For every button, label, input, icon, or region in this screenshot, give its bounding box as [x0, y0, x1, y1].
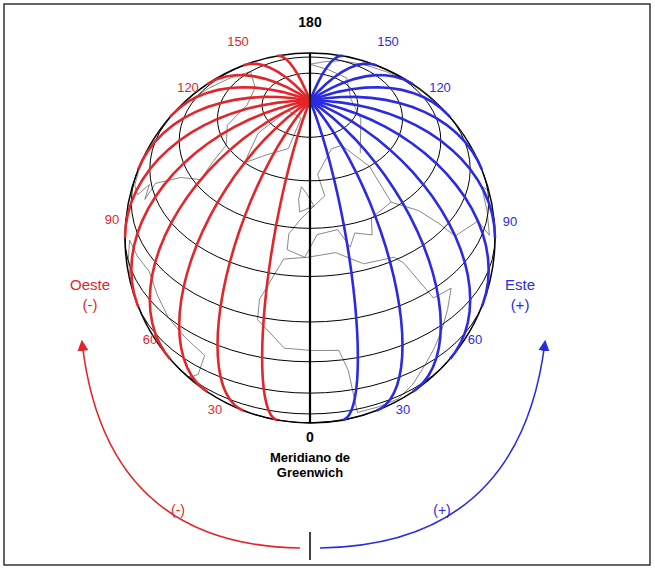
direction-label: Oeste	[70, 276, 110, 293]
meridian-name: Meridiano de Greenwich	[260, 451, 360, 481]
globe-outline	[125, 53, 495, 423]
west-arrow	[82, 342, 300, 548]
degree-label: 150	[227, 35, 249, 50]
west-meridian	[131, 101, 310, 307]
east-meridian	[310, 87, 450, 117]
east-meridian	[310, 101, 358, 421]
east-meridian	[310, 101, 489, 307]
west-meridian	[262, 101, 310, 421]
direction-label: Este	[505, 276, 535, 293]
sign-label: (-)	[171, 502, 185, 518]
east-meridian	[310, 75, 413, 100]
east-meridian	[310, 97, 482, 169]
sign-label: (+)	[433, 502, 451, 518]
degree-label: 0	[306, 429, 314, 445]
coastline	[310, 61, 489, 236]
antimeridian	[309, 53, 311, 101]
sign-label: (+)	[511, 296, 530, 313]
sign-label: (-)	[83, 296, 98, 313]
degree-label: 90	[105, 213, 119, 228]
degree-label: 180	[298, 14, 321, 30]
east-meridian	[310, 56, 343, 101]
coastline	[258, 253, 452, 413]
coastline	[135, 72, 255, 200]
west-meridian	[179, 101, 310, 392]
degree-label: 90	[503, 215, 517, 230]
east-meridian	[310, 101, 470, 359]
degree-label: 60	[468, 333, 482, 348]
greenwich-meridian	[309, 101, 311, 423]
frame-border	[4, 4, 650, 565]
globe	[125, 53, 495, 423]
east-meridian	[310, 101, 495, 238]
degree-label: 150	[377, 35, 399, 50]
east-arrow	[320, 342, 545, 548]
west-meridian	[150, 101, 310, 359]
west-meridian	[218, 101, 311, 411]
degree-label: 120	[429, 81, 451, 96]
degree-label: 30	[396, 403, 410, 418]
degree-label: 30	[208, 403, 222, 418]
origin-tick	[309, 532, 311, 560]
east-meridian	[310, 64, 377, 101]
east-meridian	[310, 101, 441, 392]
degree-label: 60	[143, 333, 157, 348]
coastline	[299, 187, 314, 212]
degree-label: 120	[177, 81, 199, 96]
